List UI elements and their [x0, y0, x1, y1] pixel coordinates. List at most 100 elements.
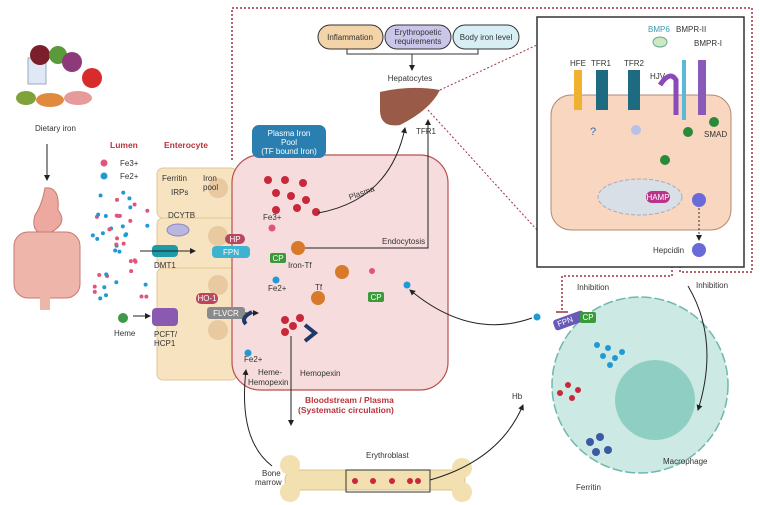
iron-dot	[132, 202, 137, 207]
ho1-label: HO-1	[197, 294, 217, 303]
iron-dot	[102, 285, 107, 290]
iron-dot	[96, 212, 101, 217]
iron-dot	[116, 213, 121, 218]
fe3-label: Fe3+	[263, 213, 282, 222]
hemopexin-icon	[303, 323, 319, 343]
iron-dot	[129, 269, 134, 274]
iron-dot	[100, 231, 105, 236]
iron-dot	[114, 242, 119, 247]
fpn-label: FPN	[223, 248, 239, 257]
fe3-legend-label: Fe3+	[120, 159, 139, 168]
iron-dot	[144, 294, 149, 299]
cp-label: CP	[272, 254, 283, 263]
nucleus	[597, 178, 683, 216]
plasma-iron-dot	[287, 192, 295, 200]
macrophage-fpn	[553, 310, 586, 331]
bmp6-label: BMP6	[648, 25, 670, 34]
plasma-iron-dot	[272, 189, 280, 197]
iron-dot	[95, 236, 100, 241]
iron-dot	[128, 205, 133, 210]
iron-pool-label: Iron	[203, 174, 217, 183]
iron-dot	[115, 197, 120, 202]
hjv-label: HJV	[650, 72, 666, 81]
bone-marrow-label: Bone	[262, 469, 281, 478]
macrophage-label: Macrophage	[663, 457, 708, 466]
irps-label: IRPs	[171, 188, 188, 197]
ho1-badge	[196, 293, 218, 304]
enterocyte-labels: Ferritin Iron pool IRPs DCYTB DMT1 HP FP…	[114, 174, 259, 348]
iron-dot	[143, 282, 148, 287]
bone-illustration	[280, 455, 472, 502]
plasma-iron-dot	[293, 204, 301, 212]
dcytb-protein	[166, 223, 190, 237]
iron-dot	[120, 224, 125, 229]
macrophage-ferritin-label: Ferritin	[576, 483, 601, 492]
plasma-iron-dot	[289, 322, 297, 330]
plasma-red-iron-dots	[264, 176, 320, 336]
body-iron-label: Body iron level	[460, 33, 513, 42]
iron-dot	[121, 241, 126, 246]
hb-label: Hb	[512, 392, 523, 401]
iron-dot	[115, 236, 120, 241]
iron-dot	[132, 258, 137, 263]
flvcr-label: FLVCR	[213, 309, 239, 318]
heme-label: Heme	[114, 329, 136, 338]
plasma-pool-text: (TF bound Iron)	[261, 147, 317, 156]
iron-dot	[127, 196, 132, 201]
dietary-iron-label: Dietary iron	[35, 124, 76, 133]
bmpr1-label: BMPR-I	[694, 39, 722, 48]
iron-dot	[114, 280, 119, 285]
plasma-iron-dot	[272, 206, 280, 214]
membrane-receptors	[574, 36, 719, 165]
flvcr-transporter	[207, 307, 245, 319]
hp-badge	[225, 234, 245, 244]
iron-dot	[103, 214, 108, 219]
iron-dot	[104, 272, 109, 277]
iron-dot	[128, 259, 133, 264]
iron-pool-label: pool	[203, 183, 218, 192]
hepcidin-molecule-icon	[692, 193, 706, 207]
iron-dot	[90, 233, 95, 238]
liver-tfr1-label: TFR1	[416, 127, 437, 136]
fe3-legend-dot	[100, 159, 108, 167]
enterocyte-cells	[156, 167, 238, 381]
body-iron-pill	[452, 24, 520, 50]
cp-label-2: CP	[370, 293, 381, 302]
bloodstream-label: (Systematic circulation)	[298, 405, 394, 415]
iron-dot	[104, 293, 109, 298]
cp-badge	[270, 253, 286, 263]
hamp-gene	[646, 191, 670, 203]
inflammation-pill	[317, 24, 384, 50]
plasma-iron-pool-badge	[252, 125, 326, 158]
plasma-iron-dot	[264, 176, 272, 184]
bloodstream-label: Bloodstream / Plasma	[305, 395, 394, 405]
heme-hemopexin-icon	[242, 310, 253, 326]
ferritin-label: Ferritin	[162, 174, 187, 183]
plasma-iron-dot	[281, 316, 289, 324]
erythroblast-box	[345, 469, 431, 493]
plasma-iron-dot	[299, 179, 307, 187]
plasma-iron-dot	[312, 208, 320, 216]
hfe-label: HFE	[570, 59, 586, 68]
erythropoietic-label: Erythropoetic	[394, 28, 441, 37]
dcytb-label: DCYTB	[168, 211, 195, 220]
iron-dot	[92, 289, 97, 294]
plasma-pool-text: Plasma Iron	[268, 129, 311, 138]
erythropoietic-label: requirements	[395, 37, 442, 46]
transferrin-icon	[311, 291, 325, 305]
heme-hemopexin-label: Heme-	[258, 368, 282, 377]
iron-dot	[92, 284, 97, 289]
smad-label: SMAD	[704, 130, 727, 139]
lumen-iron-dots	[90, 190, 150, 301]
tf-label: Tf	[315, 283, 323, 292]
macrophage-nucleus	[615, 360, 695, 440]
fe2-legend-label: Fe2+	[120, 172, 139, 181]
heme-hemopexin-label: Hemopexin	[248, 378, 288, 387]
iron-transferrin-icon	[291, 241, 305, 255]
erythropoietic-pill	[384, 24, 452, 50]
tfr2-label: TFR2	[624, 59, 645, 68]
heme-icon	[118, 313, 128, 323]
bone-marrow-label: marrow	[255, 478, 282, 487]
iron-dot	[98, 296, 103, 301]
